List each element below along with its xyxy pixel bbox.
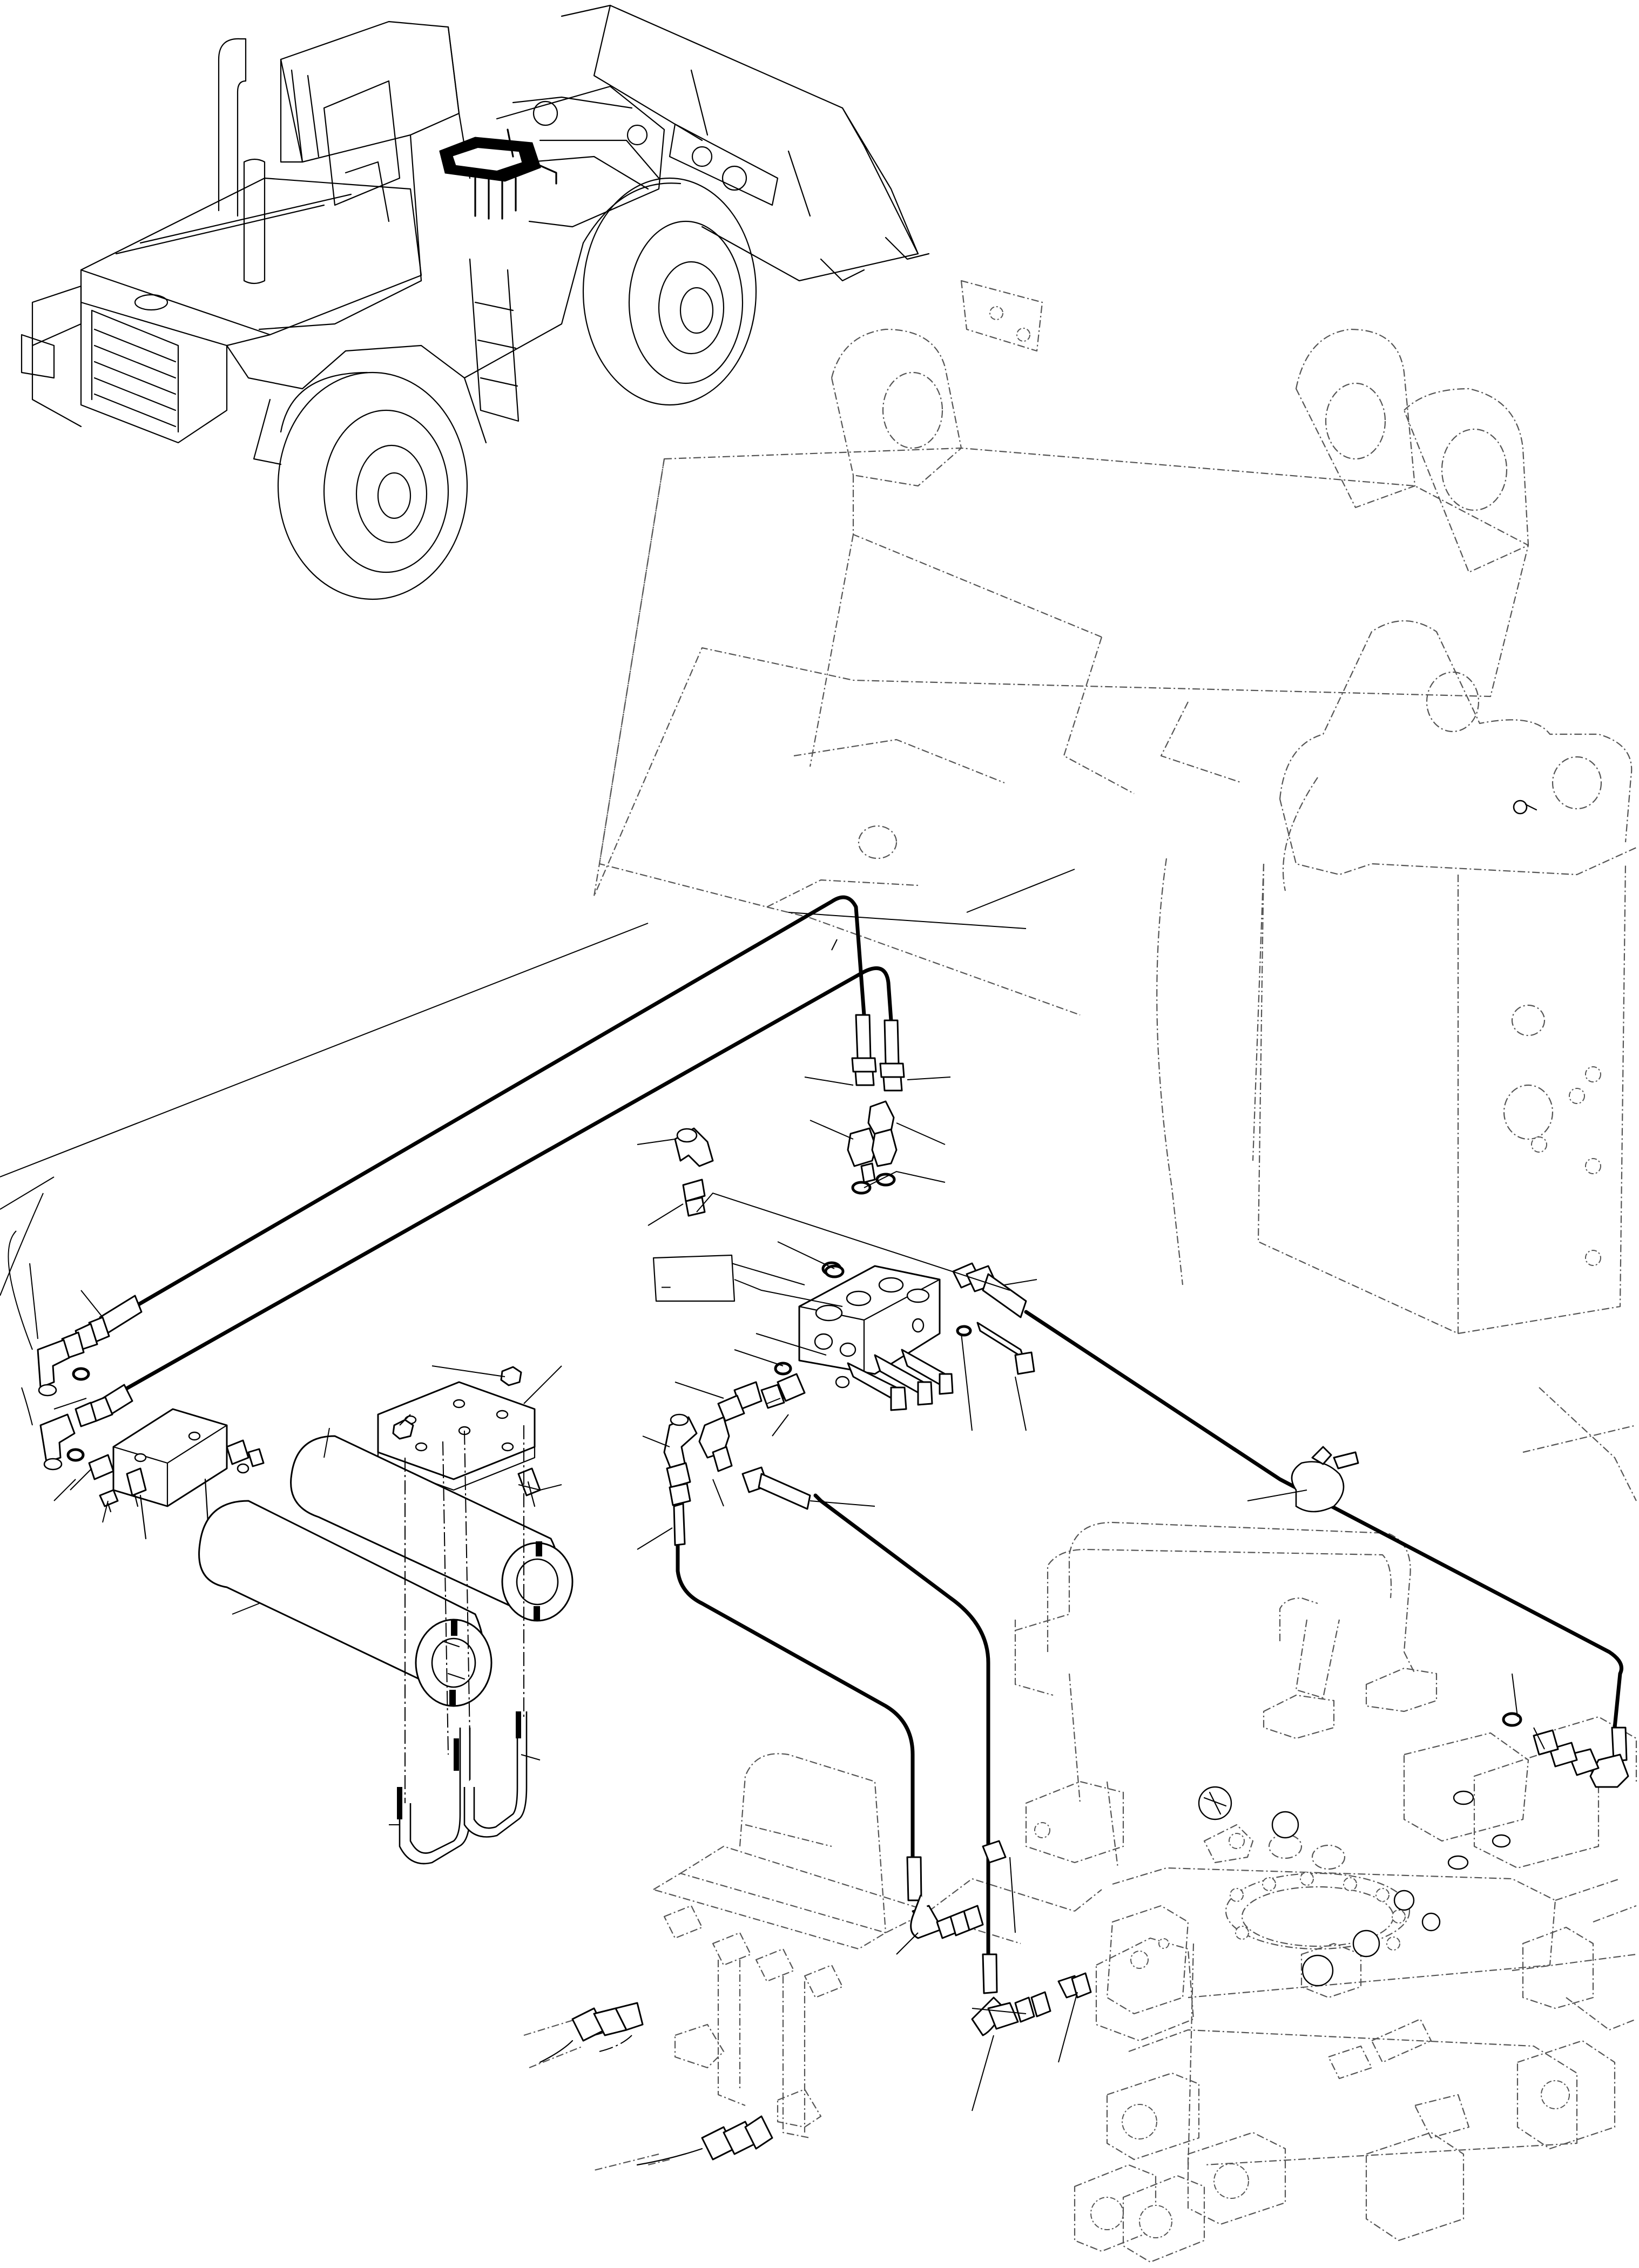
hose-lower-long — [117, 966, 893, 1395]
hose-right-long — [1024, 1310, 1623, 1730]
loader-frame-phantom-outline — [593, 280, 1637, 1501]
control-valve-phantom — [1014, 1521, 1637, 2263]
valve-block — [717, 1262, 1035, 1422]
chassis-bracket-phantom — [523, 1753, 1102, 2171]
reference-tag-box: – — [652, 1254, 736, 1302]
hose-upper-long — [133, 895, 866, 1309]
hose-fittings-left — [37, 1295, 143, 1513]
hydraulic-hoses — [117, 895, 1623, 1956]
highlighted-hydraulic-component — [439, 128, 557, 220]
hose-fittings-right — [1502, 1712, 1629, 1788]
hose-fittings-top-center — [674, 1014, 905, 1276]
hose-fittings-lower-left — [663, 1413, 811, 1546]
accumulator-mounting — [112, 1366, 574, 1865]
hose-clamp — [1291, 1446, 1359, 1513]
hose-fittings-lower-center — [906, 1840, 1092, 2036]
reference-tag-text: – — [662, 1277, 671, 1295]
callout-leaders — [0, 869, 1545, 2111]
hose-left-lower — [676, 1542, 915, 1859]
wheel-loader-overview — [21, 4, 930, 600]
hose-right-lower — [813, 1493, 990, 1956]
